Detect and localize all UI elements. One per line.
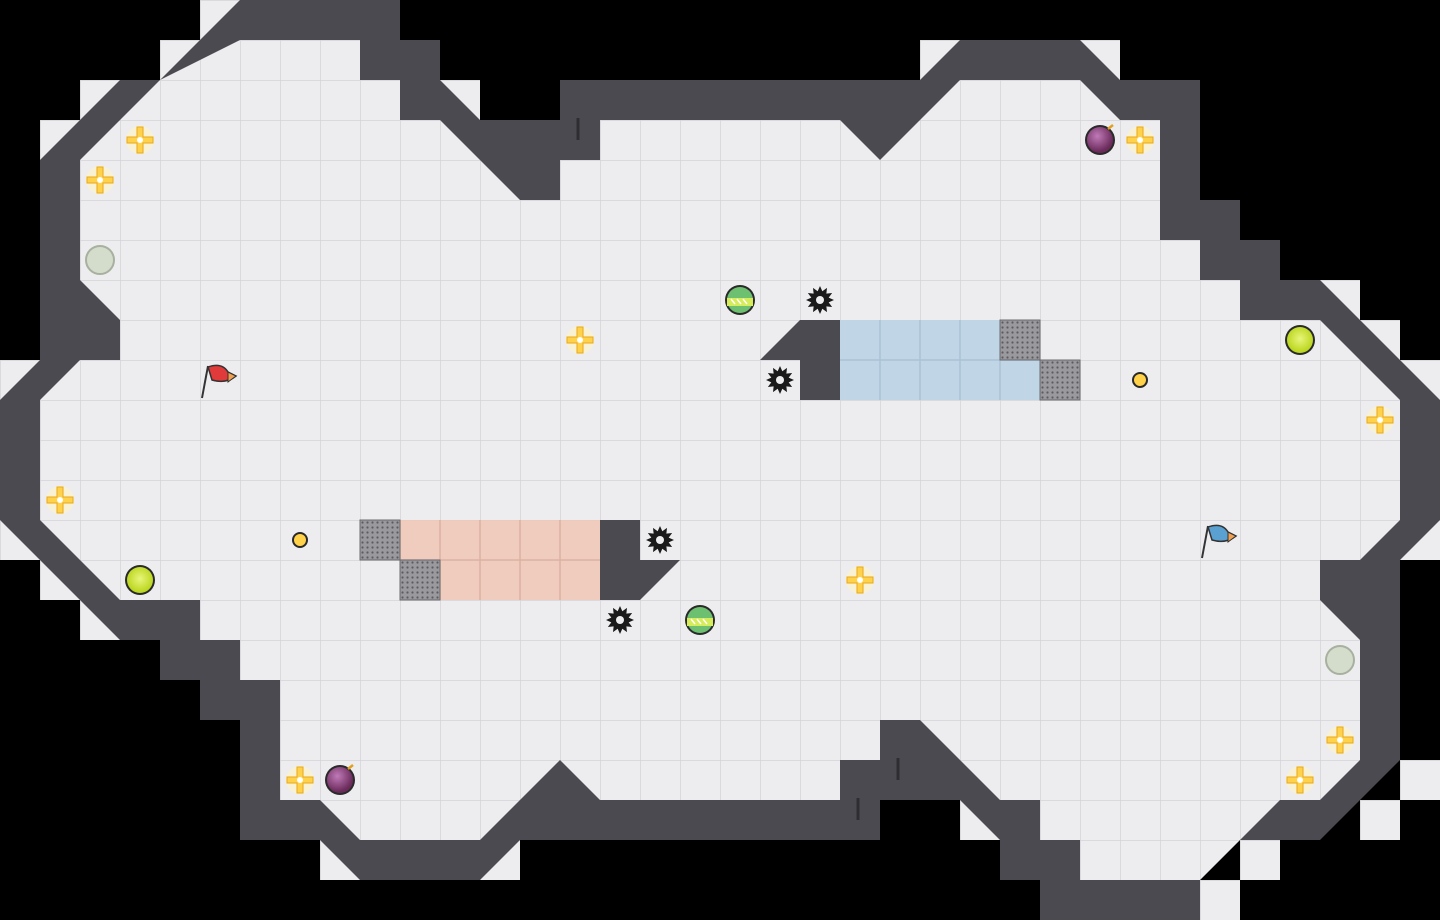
boost-icon (846, 566, 874, 594)
spike-icon (766, 366, 794, 394)
red-flag-icon (201, 364, 238, 399)
portal-icon (725, 285, 755, 315)
boosts (46, 126, 1394, 794)
boost-icon (1366, 406, 1394, 434)
powerup-icon (1285, 325, 1315, 355)
spike-icon (606, 606, 634, 634)
token-icon (292, 532, 308, 548)
bomb-icon (1085, 124, 1115, 155)
boost-icon (126, 126, 154, 154)
boost-icon (1326, 726, 1354, 754)
token-icon (1132, 372, 1148, 388)
spawn-marker (85, 245, 115, 275)
wall-notches (576, 118, 900, 820)
boost-icon (46, 486, 74, 514)
entities (85, 124, 1355, 795)
red-base-zone (399, 520, 600, 600)
gate-tiles (359, 319, 1081, 601)
blue-flag-icon (1201, 524, 1238, 559)
inner-walls (560, 80, 880, 840)
arena-floor (40, 40, 1400, 880)
portal-icon (685, 605, 715, 635)
boost-icon (286, 766, 314, 794)
bomb-icon (325, 764, 355, 795)
spike-icon (806, 286, 834, 314)
boost-icon (1286, 766, 1314, 794)
boost-icon (86, 166, 114, 194)
spawn-marker (1325, 645, 1355, 675)
spike-icon (646, 526, 674, 554)
boost-icon (566, 326, 594, 354)
powerup-icon (125, 565, 155, 595)
boost-icon (1126, 126, 1154, 154)
